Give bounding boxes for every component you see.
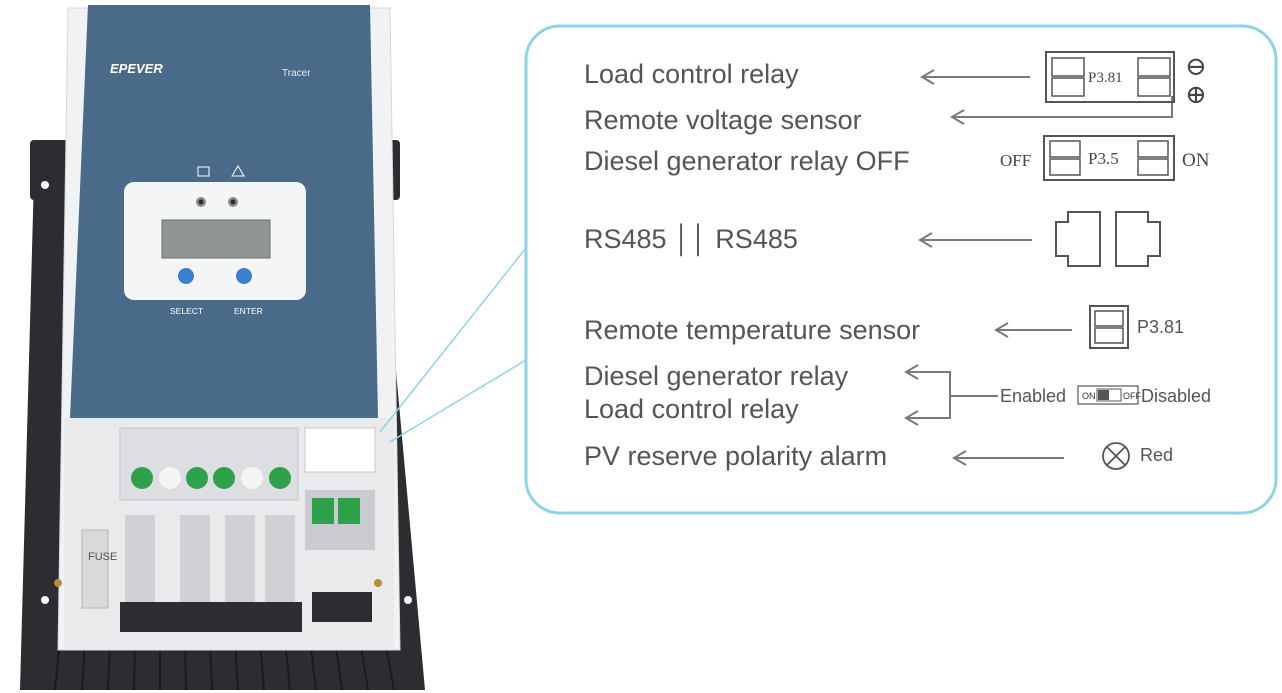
arrow-left-icon [920, 69, 935, 85]
brand-logo: EPEVER [110, 61, 163, 76]
terminal-screws [131, 467, 291, 489]
indicator-led-icon [230, 199, 236, 205]
arrow-left-icon [994, 322, 1009, 338]
fuse-label: FUSE [88, 551, 117, 563]
callout-pointer-line [379, 247, 527, 433]
terminal-screw-icon [131, 467, 153, 489]
callout-pointer-line [389, 359, 527, 443]
enter-button[interactable] [236, 268, 252, 284]
connector-p35-label: P3.5 [1088, 149, 1119, 168]
plus-icon: ⊕ [1185, 80, 1207, 109]
charge-controller-device: EPEVER Tracer SELECT ENTER [20, 5, 425, 691]
load-control-relay-label: Load control relay [584, 59, 799, 89]
red-label: Red [1140, 445, 1173, 465]
connector-p381-top [1045, 51, 1175, 103]
minus-icon: ⊖ [1185, 52, 1207, 81]
cable-clamp-small [312, 592, 372, 622]
remote-voltage-sensor-label: Remote voltage sensor [584, 105, 862, 135]
lcd-screen [161, 219, 271, 259]
enter-label: ENTER [234, 306, 263, 316]
diesel-generator-relay-label: Diesel generator relay [584, 361, 849, 391]
arrow-left-icon [904, 364, 919, 380]
rj45-port-icon [1115, 211, 1161, 267]
load-control-relay-2-label: Load control relay [584, 394, 799, 424]
fuse [81, 529, 109, 609]
diesel-generator-relay-off-label: Diesel generator relay OFF [584, 146, 910, 176]
mount-hole-icon [41, 181, 49, 189]
terminal-screw-icon [213, 467, 235, 489]
arrow-left-icon [904, 410, 919, 426]
alarm-lamp-icon [1102, 442, 1130, 470]
spec-label-sticker [304, 427, 376, 473]
pv-reverse-polarity-alarm-label: PV reserve polarity alarm [584, 441, 887, 471]
terminal-block [119, 427, 299, 501]
callout-panel: Load control relay Remote voltage sensor… [379, 24, 1278, 515]
select-button[interactable] [178, 268, 194, 284]
rj45-port-icon [1055, 211, 1101, 267]
callout-border [524, 24, 1278, 515]
on-label: ON [1182, 150, 1210, 171]
warning-icon [231, 165, 245, 177]
arrow-left-icon [918, 232, 933, 248]
indicator-led-icon [198, 199, 204, 205]
terminal-screw-icon [186, 467, 208, 489]
switch-on-label: ON [1082, 391, 1096, 401]
connector-p35 [1043, 135, 1175, 181]
arrow-left-icon [950, 109, 965, 125]
rs485-label: RS485 ││ RS485 [584, 223, 798, 257]
cable-clamp-bar [120, 602, 302, 632]
arrow-left-icon [952, 450, 967, 466]
solar-panel-icon [197, 166, 210, 177]
connector-p381-label: P3.81 [1088, 70, 1123, 86]
select-label: SELECT [170, 306, 203, 316]
connector-p381-temp-label: P3.81 [1137, 317, 1184, 337]
disabled-label: Disabled [1141, 386, 1211, 406]
connector-p381-temp [1089, 305, 1129, 349]
enabled-label: Enabled [1000, 386, 1066, 406]
terminal-screw-icon [269, 467, 291, 489]
switch-off-label: OFF [1123, 391, 1141, 401]
off-label: OFF [1000, 151, 1031, 170]
dip-switch-icon [1077, 385, 1139, 405]
mount-hole-icon [404, 596, 412, 604]
remote-temperature-sensor-label: Remote temperature sensor [584, 315, 920, 345]
mount-hole-icon [41, 596, 49, 604]
model-name: Tracer [282, 68, 311, 79]
